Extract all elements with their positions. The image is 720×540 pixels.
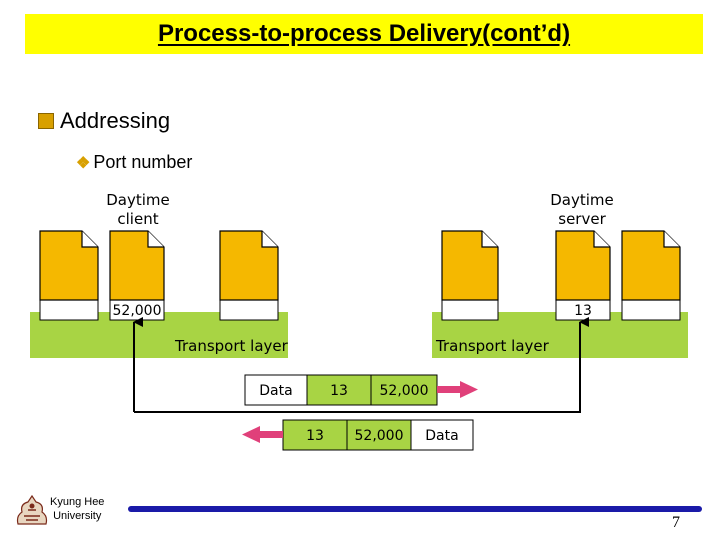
right-transport-layer-label: Transport layer xyxy=(435,337,550,355)
bullet-port-number-text: Port number xyxy=(93,152,193,172)
server-label-line1: Daytime xyxy=(550,191,614,209)
page-number: 7 xyxy=(672,514,680,531)
server-port-label: 13 xyxy=(574,303,592,319)
client-port-label: 52,000 xyxy=(113,303,162,319)
process-icon-left-1 xyxy=(39,230,99,301)
client-label-line2: client xyxy=(117,210,158,228)
university-name-line2: University xyxy=(53,510,102,522)
response-packet: 13 52,000 Data xyxy=(282,419,474,451)
bullet-port-number: ❖ Port number xyxy=(76,152,192,173)
left-transport-layer-label: Transport layer xyxy=(174,337,289,355)
university-name: Kyung Hee University xyxy=(50,495,104,523)
response-packet-dest-port: 13 xyxy=(306,428,324,444)
bullet-addressing: Addressing xyxy=(38,108,170,134)
right-port-slot-3 xyxy=(621,299,681,321)
bullet-addressing-text: Addressing xyxy=(60,108,171,133)
request-packet-data: Data xyxy=(259,383,292,399)
left-port-slot-1 xyxy=(39,299,99,321)
footer-divider xyxy=(128,506,702,512)
left-port-slot-3 xyxy=(219,299,279,321)
process-icon-left-3 xyxy=(219,230,279,301)
path-client-to-server xyxy=(134,317,589,413)
process-icon-daytime-client xyxy=(109,230,165,301)
response-packet-data: Data xyxy=(425,428,458,444)
diamond-bullet-icon: ❖ xyxy=(76,154,91,172)
title-bar: Process-to-process Delivery(cont’d) xyxy=(25,14,703,54)
university-name-line1: Kyung Hee xyxy=(50,496,105,508)
response-packet-src-port: 52,000 xyxy=(355,428,404,444)
process-icon-daytime-server xyxy=(555,230,611,301)
right-port-slot-1 xyxy=(441,299,499,321)
server-label-line2: server xyxy=(558,210,606,228)
request-arrow-icon xyxy=(437,381,478,398)
client-label-line1: Daytime xyxy=(106,191,170,209)
response-arrow-icon xyxy=(242,426,283,443)
process-icon-right-3 xyxy=(621,230,681,301)
request-packet: Data 13 52,000 xyxy=(244,374,438,406)
request-packet-src-port: 52,000 xyxy=(380,383,429,399)
university-seal-icon xyxy=(16,494,48,525)
request-packet-dest-port: 13 xyxy=(330,383,348,399)
checkbox-bullet-icon xyxy=(38,113,54,129)
slide-title: Process-to-process Delivery(cont’d) xyxy=(157,20,571,47)
process-icon-right-1 xyxy=(441,230,499,301)
